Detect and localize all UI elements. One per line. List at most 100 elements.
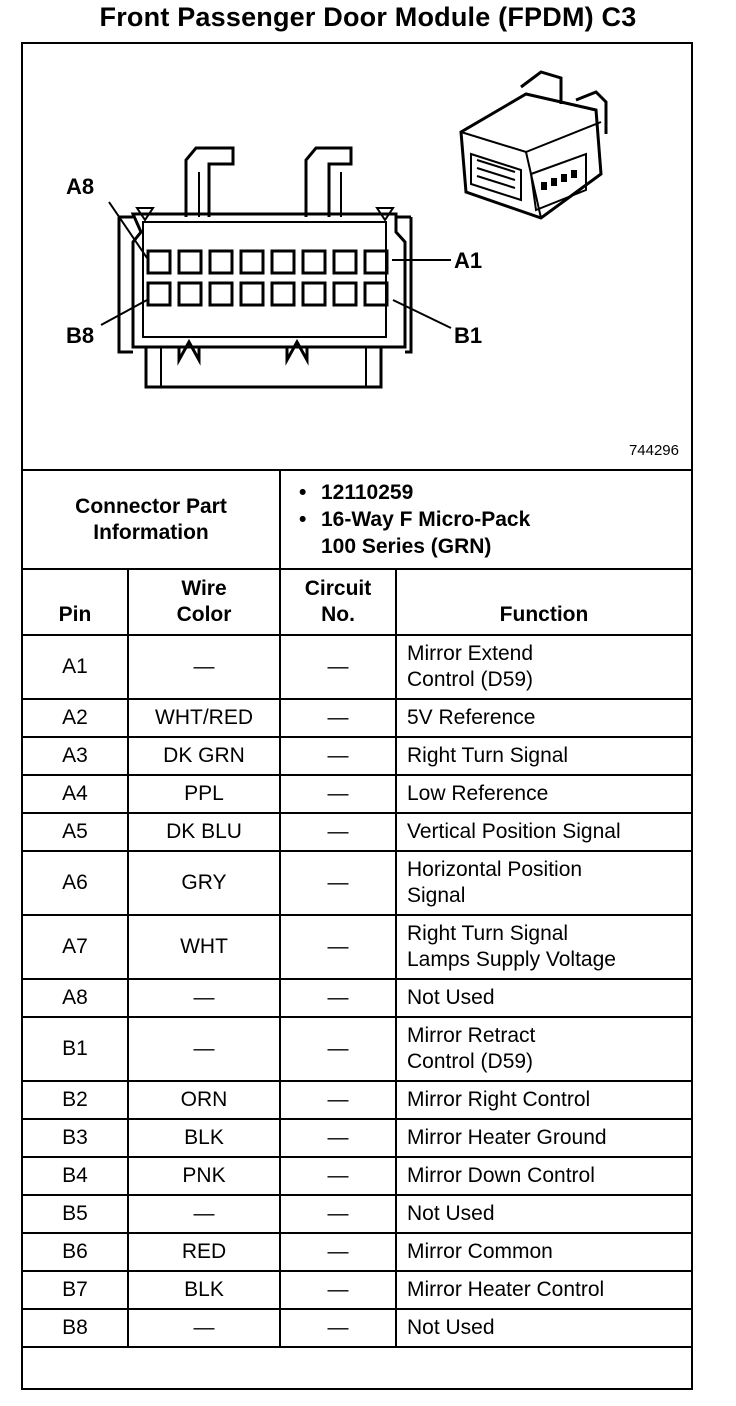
pin-cell: B1	[21, 1016, 129, 1082]
pin-label-a8: A8	[66, 174, 94, 199]
function-cell: Low Reference	[394, 774, 694, 814]
function-text: Mirror Heater Control	[407, 1278, 605, 1301]
pin-cell: A3	[21, 736, 129, 776]
function-text: Not Used	[407, 1316, 495, 1339]
circuit-cell: —	[279, 1016, 397, 1082]
function-text: Horizontal Position	[407, 858, 583, 881]
connector-type-cont: 100 Series (GRN)	[321, 535, 492, 558]
pin-cell: B7	[21, 1270, 129, 1310]
pin-cell: B5	[21, 1194, 129, 1234]
wire-color-cell: RED	[127, 1232, 281, 1272]
function-cell: Mirror Heater Ground	[394, 1118, 694, 1158]
pin-cell: B3	[21, 1118, 129, 1158]
pin-cavity	[363, 281, 389, 307]
function-cell: Mirror Common	[394, 1232, 694, 1272]
pin-cell: A2	[21, 698, 129, 738]
function-text-cont: Control (D59)	[407, 668, 534, 691]
function-cell: Not Used	[394, 1194, 694, 1234]
pin-cavity	[270, 249, 296, 275]
pin-cavity	[239, 281, 265, 307]
function-text: Right Turn Signal	[407, 744, 569, 767]
wire-color-cell: WHT/RED	[127, 698, 281, 738]
pinout-table: Connector Part Information • 12110259 • …	[21, 469, 694, 1348]
connector-diagram: A8 A1 B8 B1 744296	[21, 42, 691, 470]
pin-cell: B8	[21, 1308, 129, 1348]
table-row: B5——Not Used	[21, 1194, 694, 1234]
function-text: Right Turn Signal	[407, 922, 569, 945]
pin-cavity	[208, 281, 234, 307]
pin-cavity	[332, 249, 358, 275]
circuit-cell: —	[279, 1308, 397, 1348]
function-text: Not Used	[407, 986, 495, 1009]
pin-cavity	[363, 249, 389, 275]
table-row: B8——Not Used	[21, 1308, 694, 1348]
circuit-cell: —	[279, 812, 397, 852]
pin-label-a1: A1	[454, 248, 482, 273]
circuit-cell: —	[279, 978, 397, 1018]
circuit-cell: —	[279, 698, 397, 738]
connector-info-label: Connector Part Information	[21, 469, 281, 570]
pin-cell: A4	[21, 774, 129, 814]
wire-color-cell: ORN	[127, 1080, 281, 1120]
pin-label-b1: B1	[454, 323, 482, 348]
wire-color-cell: —	[127, 1016, 281, 1082]
function-cell: Mirror Heater Control	[394, 1270, 694, 1310]
wire-color-cell: DK GRN	[127, 736, 281, 776]
pin-cell: A6	[21, 850, 129, 916]
part-number: • 12110259	[299, 481, 414, 504]
pin-cavity	[332, 281, 358, 307]
wire-color-cell: GRY	[127, 850, 281, 916]
wire-color-cell: BLK	[127, 1270, 281, 1310]
circuit-cell: —	[279, 1270, 397, 1310]
function-cell: Mirror Right Control	[394, 1080, 694, 1120]
function-text-cont: Control (D59)	[407, 1050, 534, 1073]
function-cell: 5V Reference	[394, 698, 694, 738]
connector-type: • 16-Way F Micro-Pack	[299, 508, 531, 531]
connector-info-values: • 12110259 • 16-Way F Micro-Pack 100 Ser…	[278, 469, 694, 570]
wire-color-cell: DK BLU	[127, 812, 281, 852]
wire-color-cell: WHT	[127, 914, 281, 980]
function-text: Mirror Right Control	[407, 1088, 591, 1111]
function-text: Mirror Extend	[407, 642, 534, 665]
circuit-cell: —	[279, 774, 397, 814]
pin-cavity	[301, 281, 327, 307]
wire-color-cell: BLK	[127, 1118, 281, 1158]
table-row: A8——Not Used	[21, 978, 694, 1018]
connector-info-row: Connector Part Information • 12110259 • …	[21, 469, 694, 570]
pin-cavity	[270, 281, 296, 307]
column-header-function: Function	[394, 568, 694, 636]
column-header-pin: Pin	[21, 568, 129, 636]
function-text: Low Reference	[407, 782, 549, 805]
wire-color-cell: PPL	[127, 774, 281, 814]
function-text: Mirror Down Control	[407, 1164, 595, 1187]
circuit-cell: —	[279, 914, 397, 980]
function-text: 5V Reference	[407, 706, 536, 729]
pin-cell: A7	[21, 914, 129, 980]
wire-color-cell: PNK	[127, 1156, 281, 1196]
function-text: Mirror Common	[407, 1240, 553, 1263]
pin-cavity	[239, 249, 265, 275]
wire-color-cell: —	[127, 1308, 281, 1348]
wire-color-cell: —	[127, 1194, 281, 1234]
function-cell: Mirror Down Control	[394, 1156, 694, 1196]
circuit-cell: —	[279, 1232, 397, 1272]
pin-label-b8: B8	[66, 323, 94, 348]
function-cell: Not Used	[394, 978, 694, 1018]
